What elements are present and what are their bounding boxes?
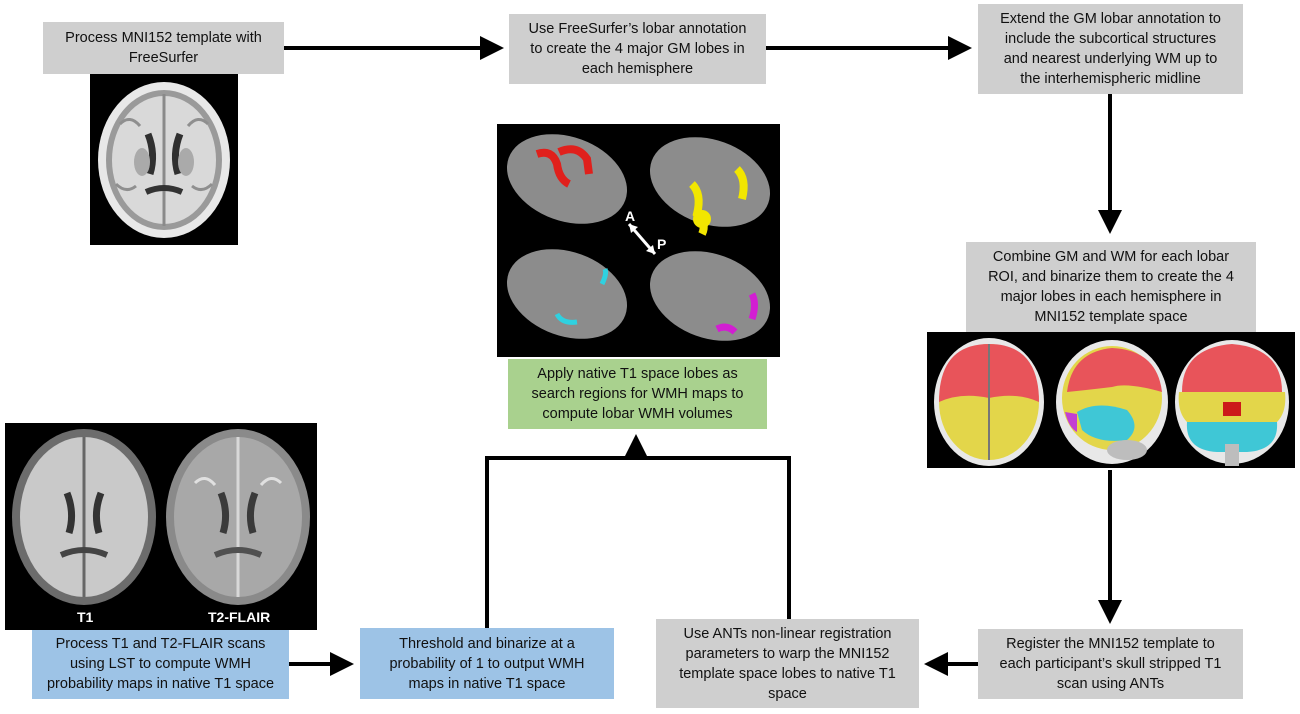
step-process-scans: Process T1 and T2-FLAIR scans using LST … bbox=[32, 628, 289, 699]
step-register: Register the MNI152 template to each par… bbox=[978, 629, 1243, 699]
step-apply: Apply native T1 space lobes as search re… bbox=[508, 359, 767, 429]
t2flair-label: T2-FLAIR bbox=[208, 609, 271, 625]
arrow-threshold-up bbox=[485, 456, 636, 628]
step-combine: Combine GM and WM for each lobar ROI, an… bbox=[966, 242, 1256, 332]
lobar-wmh-image: A P bbox=[497, 124, 780, 357]
t1-flair-scans-image: T1 T2-FLAIR bbox=[5, 423, 317, 630]
step-lobar-annotation: Use FreeSurfer’s lobar annotation to cre… bbox=[509, 14, 766, 84]
step-warp: Use ANTs non-linear registration paramet… bbox=[656, 619, 919, 708]
step-extend-annotation: Extend the GM lobar annotation to includ… bbox=[978, 4, 1243, 94]
step-threshold: Threshold and binarize at a probability … bbox=[360, 628, 614, 699]
t1-label: T1 bbox=[77, 609, 94, 625]
anterior-label: A bbox=[625, 208, 636, 224]
mni-lobes-image bbox=[927, 332, 1295, 468]
mni152-axial-image bbox=[90, 74, 238, 245]
arrow-warp-up bbox=[636, 456, 791, 619]
step-process-mni: Process MNI152 template with FreeSurfer bbox=[43, 22, 284, 74]
posterior-label: P bbox=[657, 236, 667, 252]
